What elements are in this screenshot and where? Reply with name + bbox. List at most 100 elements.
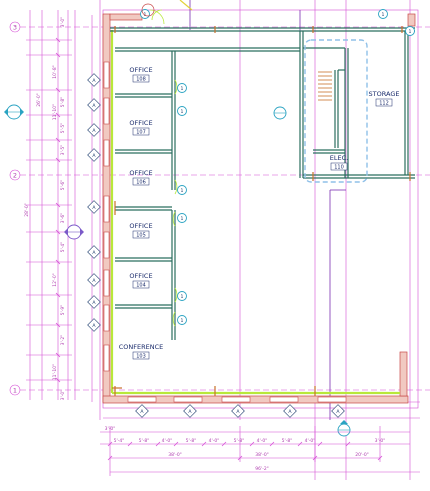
wall-tag-letter: A [140, 409, 144, 415]
dim-text: 5'-8" [234, 438, 245, 444]
room-number: 110 [334, 165, 344, 171]
room-tag-office-104: OFFICE 104 [129, 272, 152, 289]
wall-tag-letter: A [92, 205, 96, 211]
room-tag-office-108: OFFICE 108 [129, 66, 152, 83]
door-tag-number: 1 [181, 188, 184, 194]
dim-text: 11'-10" [52, 364, 58, 380]
dim-text: 3'-2" [60, 335, 66, 346]
room-name: OFFICE [129, 169, 152, 177]
grid-bubble-3: 3 [9, 21, 21, 33]
section-marker-stair-icon [273, 106, 287, 120]
room-tag-storage-112: STORAGE 112 [369, 90, 400, 107]
section-marker-left-icon [4, 104, 24, 120]
room-name: OFFICE [129, 272, 152, 280]
dim-text: 5'-4" [114, 438, 125, 444]
section-marker-bottom-icon [337, 420, 351, 437]
dim-text: 28'-0" [24, 203, 30, 217]
dim-text: 3'-0" [105, 426, 116, 432]
grid-lines [20, 0, 430, 480]
section-marker-office-icon [64, 224, 84, 240]
wall-tag-letter: A [92, 250, 96, 256]
room-number: 106 [136, 180, 146, 186]
door-tags: 1 1 1 1 1 1 1 1 1 [140, 9, 415, 325]
room-number: 104 [136, 283, 146, 289]
dim-text: 5'-4" [60, 242, 66, 253]
dim-text: 4'-0" [162, 438, 173, 444]
dim-text: 5'-5" [60, 123, 66, 134]
room-name: CONFERENCE [119, 343, 164, 351]
dim-text: 38'-0" [255, 452, 269, 458]
dim-text: 4'-0" [209, 438, 220, 444]
dim-text: 10'-8" [52, 65, 58, 79]
dim-text: 5'-8" [60, 97, 66, 108]
door-tag-number: 1 [181, 216, 184, 222]
dim-text: 5'-8" [139, 438, 150, 444]
dim-text: 5'-8" [186, 438, 197, 444]
dim-text: 20'-0" [355, 452, 369, 458]
dim-text: 3'-0" [60, 390, 66, 401]
room-number: 112 [379, 101, 389, 107]
wall-tag-letter: A [92, 103, 96, 109]
room-name: OFFICE [129, 66, 152, 74]
dim-text: 5'-9" [60, 305, 66, 316]
wall-tag-letter: A [92, 300, 96, 306]
room-tag-office-107: OFFICE 107 [129, 119, 152, 136]
dim-text: 38'-0" [168, 452, 182, 458]
wall-tag-letter: A [92, 278, 96, 284]
grid-label-1: 1 [13, 387, 17, 395]
wall-tag-letter: A [92, 323, 96, 329]
window-openings [103, 61, 347, 403]
bottom-dimension-strings [100, 426, 420, 476]
selection-outline[interactable] [304, 39, 368, 183]
door-tag-number: 1 [181, 109, 184, 115]
room-number: 107 [136, 130, 146, 136]
room-tag-office-106: OFFICE 106 [129, 169, 152, 186]
grid-label-2: 2 [13, 172, 17, 180]
dim-text: 5'-6" [60, 180, 66, 191]
dim-text: 3'-6" [60, 213, 66, 224]
room-number: 103 [136, 354, 146, 360]
wall-tag-letter: A [288, 409, 292, 415]
room-name: OFFICE [129, 222, 152, 230]
dim-text: 4'-0" [257, 438, 268, 444]
door-tag-number: 1 [409, 29, 412, 35]
dim-text: 4'-0" [305, 438, 316, 444]
bottom-dimension-labels: 3'-0" 5'-4" 5'-8" 4'-0" 5'-8" 4'-0" 5'-8… [105, 426, 386, 472]
wall-type-tags: A A A A A A A A A A A A A A [87, 73, 345, 418]
room-name: OFFICE [129, 119, 152, 127]
wall-tag-letter: A [92, 153, 96, 159]
north-arrow-icon [141, 3, 155, 17]
room-number: 105 [136, 233, 146, 239]
room-tag-conference-103: CONFERENCE 103 [119, 343, 164, 360]
grid-bubble-1: 1 [9, 384, 21, 396]
wall-tag-letter: A [236, 409, 240, 415]
interior-walls [110, 27, 415, 395]
grid-bubble-2: 2 [9, 169, 21, 181]
wall-tag-letter: A [92, 128, 96, 134]
dim-text: 96'-2" [255, 466, 269, 472]
grid-label-3: 3 [13, 24, 17, 32]
dim-text: 3'-5" [60, 145, 66, 156]
dim-text: 12'-0" [52, 273, 58, 287]
door-tag-number: 1 [382, 12, 385, 18]
dim-text: 3'-0" [375, 438, 386, 444]
room-name: STORAGE [369, 90, 400, 98]
door-tag-number: 1 [181, 318, 184, 324]
door-tag-number: 1 [144, 12, 147, 18]
wall-tag-letter: A [188, 409, 192, 415]
left-dimension-strings [26, 10, 76, 400]
dim-text: 26'-0" [36, 93, 42, 107]
left-dimension-labels: 3'-0" 10'-8" 5'-8" 11'-10" 5'-5" 3'-5" 5… [24, 17, 66, 401]
room-tag-office-105: OFFICE 105 [129, 222, 152, 239]
wall-tag-letter: A [336, 409, 340, 415]
wall-tag-letter: A [92, 78, 96, 84]
door-swings [149, 9, 178, 327]
door-tag-number: 1 [181, 294, 184, 300]
room-name: ELEC. [330, 154, 348, 162]
stair [318, 71, 332, 101]
dim-text: 11'-10" [52, 104, 58, 120]
wall-ticks [112, 26, 411, 396]
room-number: 108 [136, 77, 146, 83]
dim-text: 3'-0" [60, 17, 66, 28]
